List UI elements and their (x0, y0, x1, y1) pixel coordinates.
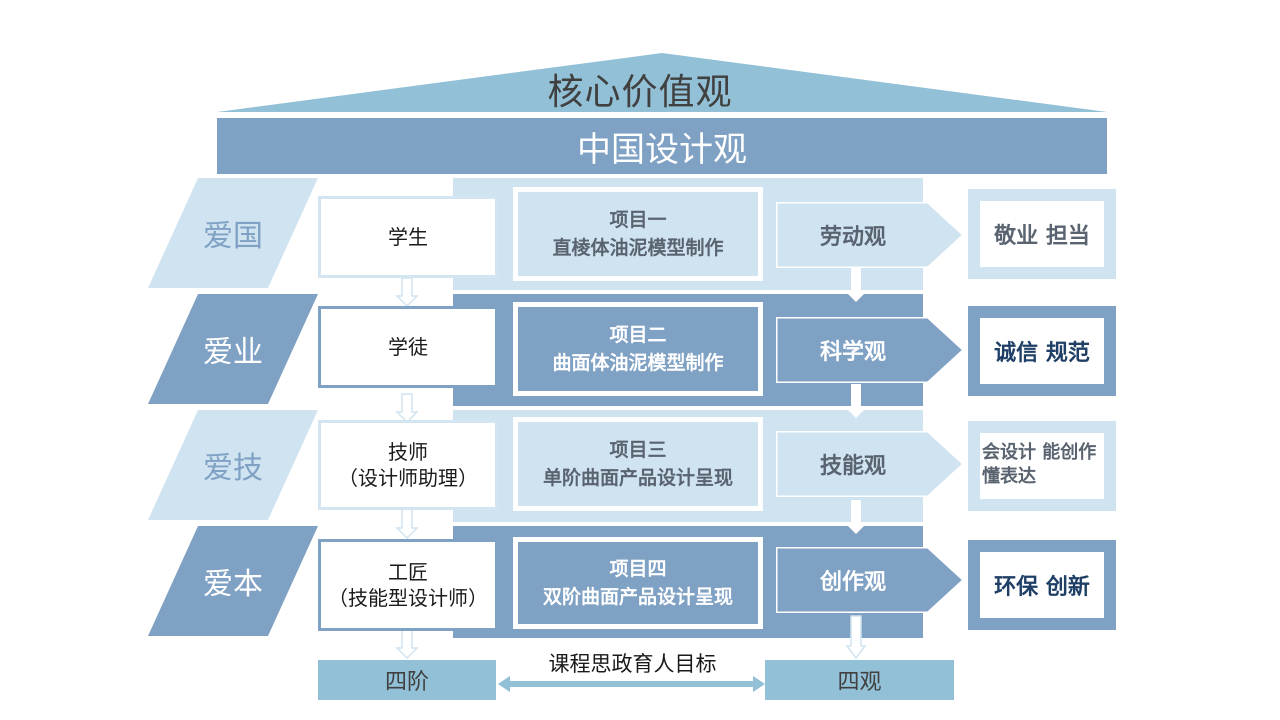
result-line: 环保 创新 (994, 575, 1090, 600)
result-line: 懂表达 (982, 466, 1036, 487)
result-line: 诚信 规范 (994, 341, 1090, 366)
result-text: 敬业 担当 (980, 201, 1104, 267)
view-label: 劳动观 (819, 225, 886, 250)
four-stages-box: 四阶 (318, 660, 496, 700)
role-box-4: 工匠 （技能型设计师） (318, 539, 498, 631)
china-design-view-banner: 中国设计观 (217, 118, 1107, 174)
role-subtitle: （技能型设计师） (328, 586, 488, 610)
project-name: 单阶曲面产品设计呈现 (542, 467, 733, 489)
stage-4: 爱本 (148, 526, 318, 636)
project-number: 项目二 (609, 324, 667, 346)
stage-2: 爱业 (148, 294, 318, 404)
role-arrow-2 (395, 393, 419, 424)
role-box-3: 技师 （设计师助理） (318, 420, 498, 510)
project-number: 项目一 (609, 209, 667, 231)
roof-triangle (217, 53, 1107, 112)
stage-3: 爱技 (148, 410, 318, 520)
view-label: 创作观 (819, 570, 886, 595)
result-text: 环保 创新 (980, 552, 1104, 618)
stage-parallelogram-3 (148, 410, 318, 520)
stage-parallelogram-4 (148, 526, 318, 636)
role-box-1: 学生 (318, 196, 498, 278)
stage-label: 爱技 (203, 451, 263, 486)
result-box-3: 会设计 能创作 懂表达 (968, 421, 1116, 511)
role-title: 学生 (388, 225, 428, 249)
role-arrow-1 (395, 277, 419, 308)
role-title: 工匠 (388, 560, 428, 584)
goal-double-arrow (498, 676, 765, 692)
project-name: 直棱体油泥模型制作 (552, 237, 724, 259)
project-name: 双阶曲面产品设计呈现 (542, 586, 733, 608)
stage-label: 爱本 (203, 567, 263, 602)
role-title: 学徒 (388, 335, 428, 359)
view-arrow-box-3: 技能观 (776, 431, 966, 497)
stage-1: 爱国 (148, 178, 318, 288)
project-box-2: 项目二 曲面体油泥模型制作 (513, 302, 763, 396)
view-label: 科学观 (819, 340, 886, 365)
project-box-4: 项目四 双阶曲面产品设计呈现 (513, 537, 763, 629)
goal-label: 课程思政育人目标 (548, 652, 717, 676)
view-arrow-box-1: 劳动观 (776, 202, 966, 268)
view-arrow-box-2: 科学观 (776, 317, 966, 383)
project-name: 曲面体油泥模型制作 (552, 352, 724, 374)
role-arrow-3 (395, 507, 419, 540)
role-title: 技师 (388, 440, 428, 464)
result-box-1: 敬业 担当 (968, 189, 1116, 279)
stage-label: 爱国 (203, 219, 263, 254)
four-views-box: 四观 (765, 660, 954, 700)
result-text: 会设计 能创作 懂表达 (980, 433, 1104, 499)
core-values-title: 核心价值观 (547, 72, 733, 113)
result-box-2: 诚信 规范 (968, 306, 1116, 396)
stage-parallelogram-1 (148, 178, 318, 288)
project-number: 项目三 (609, 439, 667, 461)
result-text: 诚信 规范 (980, 318, 1104, 384)
role-box-2: 学徒 (318, 306, 498, 388)
project-box-3: 项目三 单阶曲面产品设计呈现 (513, 417, 763, 511)
stage-label: 爱业 (203, 335, 263, 370)
result-box-4: 环保 创新 (968, 540, 1116, 630)
project-number: 项目四 (609, 558, 667, 580)
role-subtitle: （设计师助理） (338, 466, 478, 490)
view-label: 技能观 (819, 454, 886, 479)
result-line: 会设计 能创作 (982, 442, 1097, 463)
project-box-1: 项目一 直棱体油泥模型制作 (513, 187, 763, 281)
view-arrow-box-4: 创作观 (776, 547, 966, 613)
stage-parallelogram-2 (148, 294, 318, 404)
result-line: 敬业 担当 (994, 224, 1090, 249)
